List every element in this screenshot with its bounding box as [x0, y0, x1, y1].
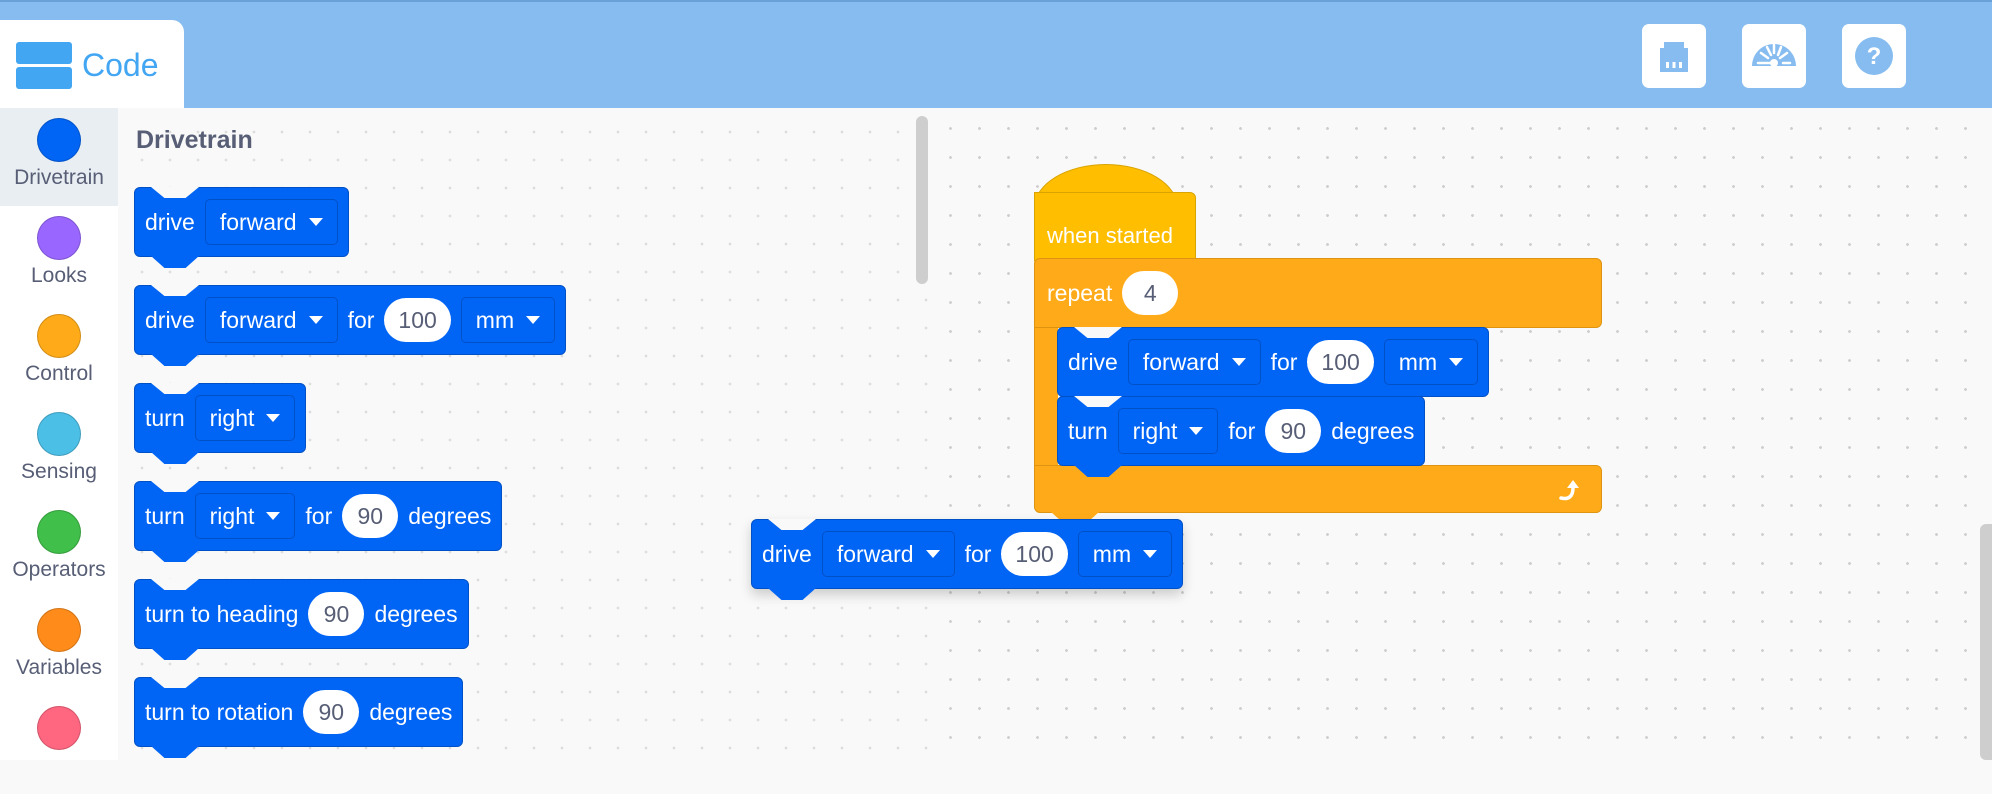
palette-title: Drivetrain: [136, 126, 253, 154]
chevron-down-icon: [1231, 358, 1246, 366]
control-color-icon: [37, 314, 81, 358]
unit-dropdown[interactable]: mm: [460, 297, 556, 343]
chevron-down-icon: [308, 316, 323, 324]
chevron-down-icon: [1449, 358, 1464, 366]
distance-input[interactable]: 100: [1001, 532, 1068, 576]
workspace-drive-for-block[interactable]: drive forward for 100 mm: [1057, 327, 1490, 397]
tab-code-label: Code: [82, 46, 159, 83]
category-sensing[interactable]: Sensing: [0, 402, 118, 500]
category-sidebar: Drivetrain Looks Control Sensing Operato…: [0, 108, 118, 760]
dashboard-gauge-icon: [1752, 43, 1796, 67]
palette-turn-block[interactable]: turn right: [134, 383, 307, 453]
tab-code[interactable]: Code: [0, 20, 184, 110]
rotation-input[interactable]: 90: [303, 690, 360, 734]
repeat-block[interactable]: repeat 4: [1034, 258, 1602, 328]
direction-dropdown[interactable]: forward: [204, 297, 338, 343]
category-more[interactable]: [0, 696, 118, 794]
looks-color-icon: [37, 216, 81, 260]
category-operators[interactable]: Operators: [0, 500, 118, 598]
distance-input[interactable]: 100: [1307, 340, 1374, 384]
repeat-block-bottom: [1034, 465, 1602, 513]
degrees-input[interactable]: 90: [1265, 409, 1322, 453]
chevron-down-icon: [308, 218, 323, 226]
workspace-turn-for-block[interactable]: turn right for 90 degrees: [1057, 396, 1426, 466]
unit-dropdown[interactable]: mm: [1077, 531, 1173, 577]
direction-dropdown[interactable]: forward: [204, 199, 338, 245]
palette-turn-to-rotation-block[interactable]: turn to rotation 90 degrees: [134, 677, 464, 747]
direction-dropdown[interactable]: forward: [821, 531, 955, 577]
chevron-down-icon: [266, 414, 281, 422]
degrees-input[interactable]: 90: [342, 494, 399, 538]
dashboard-button[interactable]: [1742, 24, 1806, 88]
when-started-block[interactable]: when started: [1034, 192, 1196, 266]
turn-direction-dropdown[interactable]: right: [194, 493, 296, 539]
top-bar: Code ?: [0, 0, 1992, 110]
help-icon: ?: [1855, 37, 1893, 75]
turn-direction-dropdown[interactable]: right: [194, 395, 296, 441]
device-port-icon: [1660, 42, 1688, 72]
heading-input[interactable]: 90: [308, 592, 365, 636]
device-button[interactable]: [1642, 24, 1706, 88]
category-variables[interactable]: Variables: [0, 598, 118, 696]
palette-drive-block[interactable]: drive forward: [134, 187, 349, 257]
turn-direction-dropdown[interactable]: right: [1117, 408, 1219, 454]
operators-color-icon: [37, 510, 81, 554]
repeat-block-arm: [1034, 320, 1058, 480]
variables-color-icon: [37, 608, 81, 652]
unit-dropdown[interactable]: mm: [1383, 339, 1479, 385]
code-workspace[interactable]: [930, 108, 1992, 760]
workspace-scrollbar[interactable]: [1980, 524, 1992, 760]
code-blocks-icon: [16, 40, 72, 90]
chevron-down-icon: [526, 316, 541, 324]
palette-scrollbar[interactable]: [916, 116, 928, 284]
palette-turn-to-heading-block[interactable]: turn to heading 90 degrees: [134, 579, 469, 649]
sensing-color-icon: [37, 412, 81, 456]
svg-text:?: ?: [1867, 43, 1882, 70]
chevron-down-icon: [925, 550, 940, 558]
palette-turn-for-block[interactable]: turn right for 90 degrees: [134, 481, 503, 551]
category-control[interactable]: Control: [0, 304, 118, 402]
category-looks[interactable]: Looks: [0, 206, 118, 304]
repeat-count-input[interactable]: 4: [1122, 271, 1179, 315]
chevron-down-icon: [1143, 550, 1158, 558]
chevron-down-icon: [266, 512, 281, 520]
help-button[interactable]: ?: [1842, 24, 1906, 88]
more-color-icon: [37, 706, 81, 750]
distance-input[interactable]: 100: [384, 298, 451, 342]
dragging-drive-for-block[interactable]: drive forward for 100 mm: [751, 519, 1184, 589]
palette-drive-for-block[interactable]: drive forward for 100 mm: [134, 285, 567, 355]
drivetrain-color-icon: [37, 118, 81, 162]
chevron-down-icon: [1189, 427, 1204, 435]
direction-dropdown[interactable]: forward: [1127, 339, 1261, 385]
repeat-arrow-icon: [1559, 480, 1579, 501]
category-drivetrain[interactable]: Drivetrain: [0, 108, 118, 206]
